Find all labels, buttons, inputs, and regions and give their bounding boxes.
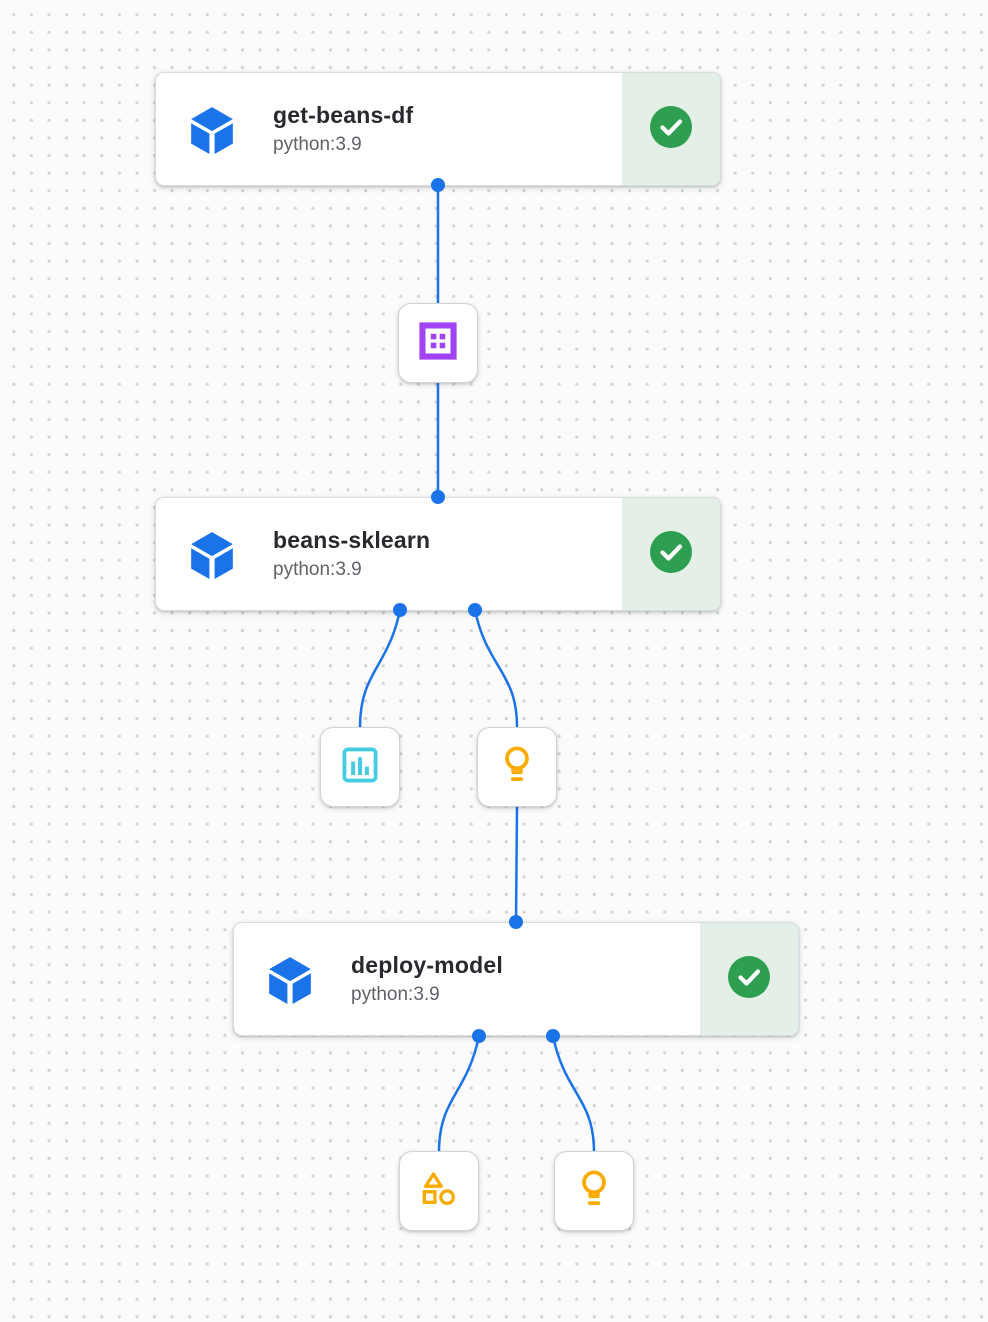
artifact-node-model[interactable] bbox=[477, 727, 557, 807]
component-node-get-beans-df[interactable]: get-beans-df python:3.9 bbox=[155, 72, 721, 186]
component-title: deploy-model bbox=[351, 952, 503, 978]
component-cube-icon bbox=[186, 528, 238, 580]
output-port bbox=[393, 603, 407, 617]
input-port bbox=[431, 490, 445, 504]
component-cube-icon bbox=[264, 953, 316, 1005]
artifact-node-artifact[interactable] bbox=[399, 1151, 479, 1231]
edge bbox=[437, 1035, 481, 1153]
lightbulb-icon bbox=[574, 1168, 614, 1215]
edge bbox=[473, 609, 519, 728]
output-port bbox=[431, 178, 445, 192]
check-circle-icon bbox=[650, 105, 692, 153]
component-title: get-beans-df bbox=[273, 102, 414, 128]
component-title: beans-sklearn bbox=[273, 527, 431, 553]
component-subtitle: python:3.9 bbox=[273, 134, 362, 155]
lightbulb-icon bbox=[497, 744, 537, 791]
component-subtitle: python:3.9 bbox=[351, 984, 440, 1005]
dataset-grid-icon bbox=[418, 321, 458, 366]
artifact-node-metrics[interactable] bbox=[320, 727, 400, 807]
status-panel bbox=[700, 923, 798, 1035]
bar-chart-icon bbox=[340, 745, 380, 790]
output-port bbox=[546, 1029, 560, 1043]
status-panel bbox=[622, 73, 720, 185]
check-circle-icon bbox=[650, 530, 692, 578]
component-node-beans-sklearn[interactable]: beans-sklearn python:3.9 bbox=[155, 497, 721, 611]
shapes-icon bbox=[419, 1169, 459, 1214]
artifact-node-dataset[interactable] bbox=[398, 303, 478, 383]
output-port bbox=[468, 603, 482, 617]
edge bbox=[358, 609, 402, 728]
component-node-deploy-model[interactable]: deploy-model python:3.9 bbox=[233, 922, 799, 1036]
status-panel bbox=[622, 498, 720, 610]
edge bbox=[551, 1035, 596, 1153]
component-subtitle: python:3.9 bbox=[273, 559, 362, 580]
output-port bbox=[472, 1029, 486, 1043]
check-circle-icon bbox=[728, 955, 770, 1003]
component-cube-icon bbox=[186, 103, 238, 155]
input-port bbox=[509, 915, 523, 929]
artifact-node-model[interactable] bbox=[554, 1151, 634, 1231]
edge bbox=[514, 806, 519, 923]
